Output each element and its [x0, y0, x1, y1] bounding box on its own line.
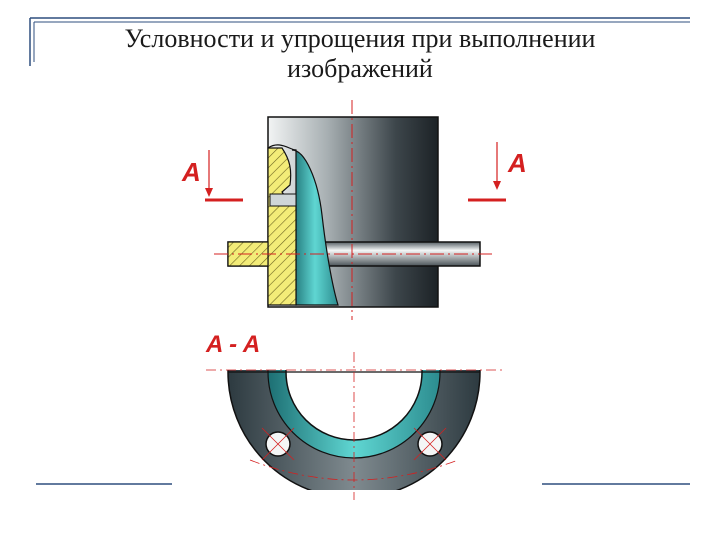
section-letter-left: A — [181, 157, 201, 187]
section-letter-right: A — [507, 148, 527, 178]
section-marker-right — [468, 142, 506, 202]
part-front-view — [227, 116, 481, 308]
section-marker-left — [205, 150, 243, 202]
slide-frame — [29, 17, 690, 485]
slide-title-line-1: Условности и упрощения при выполнении — [124, 24, 596, 53]
bolt-hole-right — [413, 427, 447, 461]
slide-title-line-2: изображений — [287, 54, 433, 83]
section-label: A - A — [205, 331, 260, 358]
bolt-hole-left — [261, 427, 295, 461]
slide-title: Условности и упрощения при выполнении из… — [60, 24, 660, 84]
bolt-circle-arc — [249, 459, 459, 481]
